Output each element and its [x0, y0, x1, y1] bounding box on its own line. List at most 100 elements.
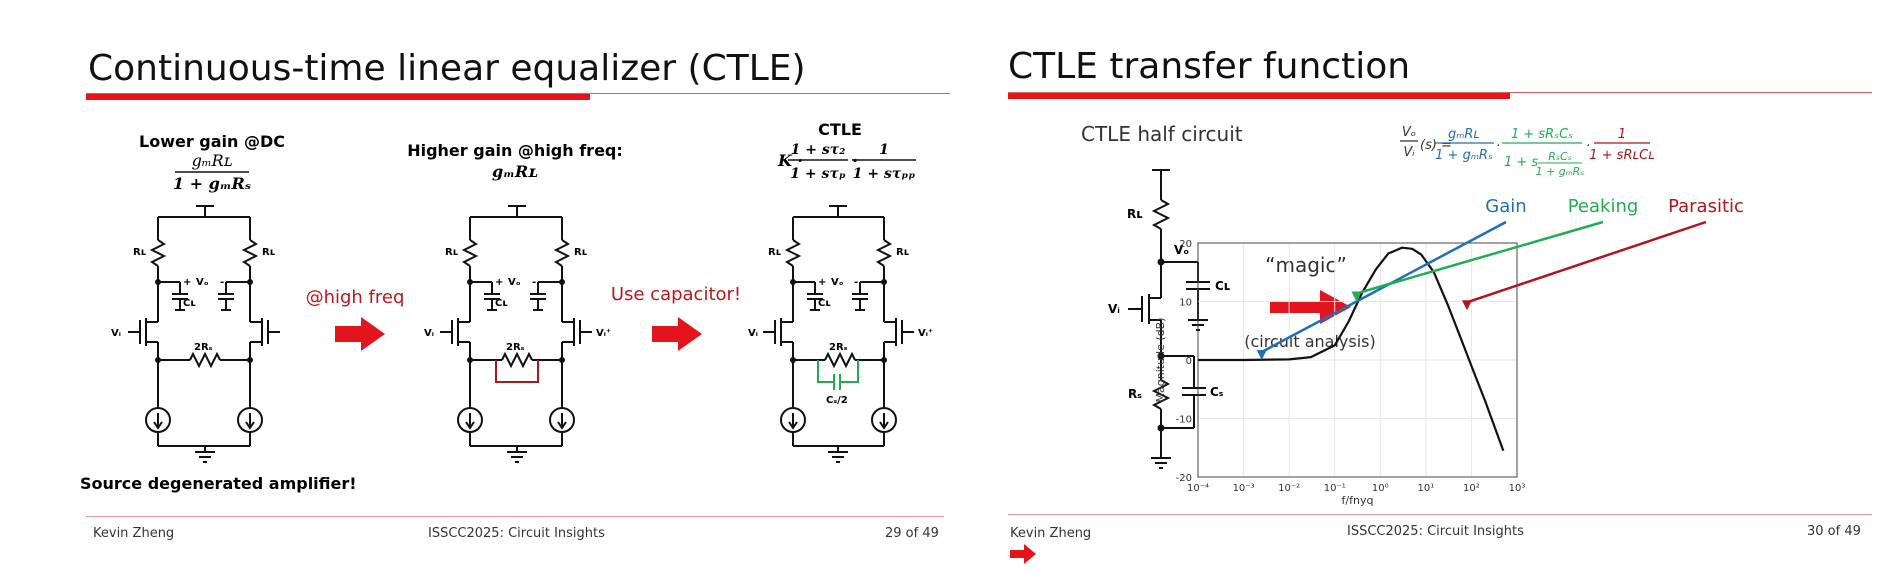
right-arrow-icon	[335, 317, 385, 351]
title-accent-bar	[1008, 93, 1510, 99]
x-tick-label: 10³	[1509, 483, 1526, 494]
gain-annotation: Gain	[1485, 196, 1526, 217]
stage1-formula: Lower gain @DC gₘRʟ 1 + gₘRₛ	[139, 132, 285, 193]
vo-label: Vₒ	[508, 277, 521, 288]
cl-label: Cʟ	[495, 298, 508, 309]
stage2-expression: gₘRʟ	[492, 162, 538, 181]
lhs-denominator: Vᵢ	[1403, 145, 1415, 160]
peaking-arrow	[1356, 220, 1604, 295]
right-arrow-icon	[652, 317, 702, 351]
stage3-cs-capacitor	[817, 360, 859, 390]
vo-label: Vₒ	[831, 277, 844, 288]
stage1-circuit	[128, 205, 280, 452]
magnitude-curve	[1198, 246, 1505, 452]
rl-label: Rʟ	[445, 247, 458, 258]
stage2-sources	[457, 279, 575, 463]
vi-label: Vᵢ	[748, 328, 758, 339]
vi-prime-label: Vᵢ⁺	[918, 328, 933, 339]
plus-sign: +	[183, 277, 191, 288]
multiply-dot: ·	[1586, 139, 1590, 154]
stage3-heading: CTLE	[818, 120, 862, 139]
half-circuit-nodes	[1157, 258, 1165, 432]
rs-label: 2Rₛ	[829, 342, 848, 353]
y-tick-label: 20	[1179, 239, 1192, 250]
dc-gain-numerator: gₘRʟ	[1448, 127, 1480, 142]
slide-29: Continuous-time linear equalizer (CTLE)	[80, 48, 950, 541]
pole-denominator: 1 + sτₚ	[790, 166, 846, 182]
next-slide-arrow-icon[interactable]	[1008, 543, 1038, 565]
footer-rule	[86, 516, 944, 517]
slide-title: Continuous-time linear equalizer (CTLE)	[88, 48, 806, 89]
multiply-dot: ·	[1496, 139, 1500, 154]
minus-sign: -	[532, 277, 536, 288]
cs-label: Cₛ	[1210, 385, 1224, 399]
plus-sign: +	[495, 277, 503, 288]
stage1-caption: Source degenerated amplifier!	[80, 474, 357, 493]
stage3-labels: Rʟ Rʟ Cʟ Vₒ + - Vᵢ Vᵢ⁺ 2Rₛ Cₛ/2	[748, 247, 933, 406]
arrow1-label: @high freq	[306, 287, 405, 308]
title-rule	[86, 93, 950, 94]
minus-sign: -	[220, 277, 224, 288]
peaking-inner-denominator: 1 + gₘRₛ	[1536, 165, 1585, 178]
vi-label: Vᵢ	[111, 328, 121, 339]
y-tick-label: 0	[1186, 356, 1192, 367]
minus-sign: -	[854, 277, 858, 288]
stage1-numerator: gₘRʟ	[192, 151, 233, 170]
rs-label: 2Rₛ	[506, 342, 525, 353]
peaking-arrow-head	[1351, 291, 1362, 302]
rl-label: Rʟ	[1127, 207, 1143, 221]
rl-label: Rʟ	[262, 247, 275, 258]
peaking-numerator: 1 + sRₛCₛ	[1511, 127, 1573, 142]
vo-label: Vₒ	[196, 277, 209, 288]
lhs-numerator: Vₒ	[1402, 125, 1416, 140]
y-tick-label: -20	[1176, 473, 1192, 484]
gain-arrow	[1261, 220, 1507, 354]
footer-event: ISSCC2025: Circuit Insights	[428, 526, 605, 541]
rl-label: Rʟ	[574, 247, 587, 258]
vi-label: Vᵢ	[1108, 302, 1120, 316]
stage3-circuit	[763, 205, 914, 452]
stage1-sources	[145, 279, 263, 463]
vi-prime-label: Vᵢ⁺	[596, 328, 611, 339]
parasitic-arrow-head	[1462, 300, 1473, 311]
footer-page-number: 30 of 49	[1807, 524, 1861, 539]
footer-author: Kevin Zheng	[1010, 526, 1092, 541]
parasitic-arrow	[1466, 220, 1707, 304]
stage2-formula: Higher gain @high freq: gₘRʟ	[407, 141, 623, 181]
one-numerator: 1	[879, 142, 889, 158]
peaking-inner-numerator: RₛCₛ	[1548, 150, 1572, 163]
x-tick-label: 10¹	[1417, 483, 1434, 494]
stage2-labels: Rʟ Rʟ Cʟ Vₒ + - Vᵢ Vᵢ⁺ 2Rₛ	[424, 247, 611, 353]
title-rule	[1008, 92, 1872, 93]
x-tick-label: 10⁻¹	[1324, 483, 1346, 494]
x-tick-label: 10⁻²	[1278, 483, 1300, 494]
footer-event: ISSCC2025: Circuit Insights	[1347, 524, 1524, 539]
y-axis-label: Magnitude (dB)	[1154, 318, 1167, 403]
half-circuit-label: CTLE half circuit	[1081, 122, 1243, 146]
ctle-circuits-figure: Lower gain @DC gₘRʟ 1 + gₘRₛ	[80, 120, 933, 493]
vo-label: Vₒ	[1174, 243, 1189, 257]
slide-title: CTLE transfer function	[1008, 46, 1411, 87]
x-tick-label: 10⁰	[1372, 483, 1389, 494]
x-tick-label: 10²	[1463, 483, 1480, 494]
lhs-s: (s) =	[1420, 138, 1452, 153]
ctle-transfer-figure: CTLE half circuit	[1081, 122, 1744, 507]
stage1-labels: Rʟ Rʟ Cʟ Vₒ + - Vᵢ 2Rₛ	[111, 247, 275, 353]
dc-gain-denominator: 1 + gₘRₛ	[1435, 148, 1493, 163]
plus-sign: +	[818, 277, 826, 288]
cl-label: Cʟ	[818, 298, 831, 309]
parasitic-denominator: 1 + sτₚₚ	[853, 166, 916, 182]
parasitic-annotation: Parasitic	[1668, 196, 1744, 217]
peaking-denominator-prefix: 1 + s	[1504, 155, 1538, 170]
cs-label: Cₛ/2	[826, 395, 848, 406]
rl-label: Rʟ	[896, 247, 909, 258]
vi-label: Vᵢ	[424, 328, 434, 339]
footer-page-number: 29 of 49	[885, 526, 939, 541]
rs-label: 2Rₛ	[194, 342, 213, 353]
peaking-annotation: Peaking	[1568, 196, 1639, 217]
parasitic-denominator: 1 + sRʟCʟ	[1589, 148, 1655, 163]
right-arrow-icon	[1270, 290, 1351, 324]
cl-label: Cʟ	[183, 298, 196, 309]
transfer-equation: Vₒ Vᵢ (s) = gₘRʟ 1 + gₘRₛ · 1 + sRₛCₛ 1 …	[1400, 125, 1655, 178]
